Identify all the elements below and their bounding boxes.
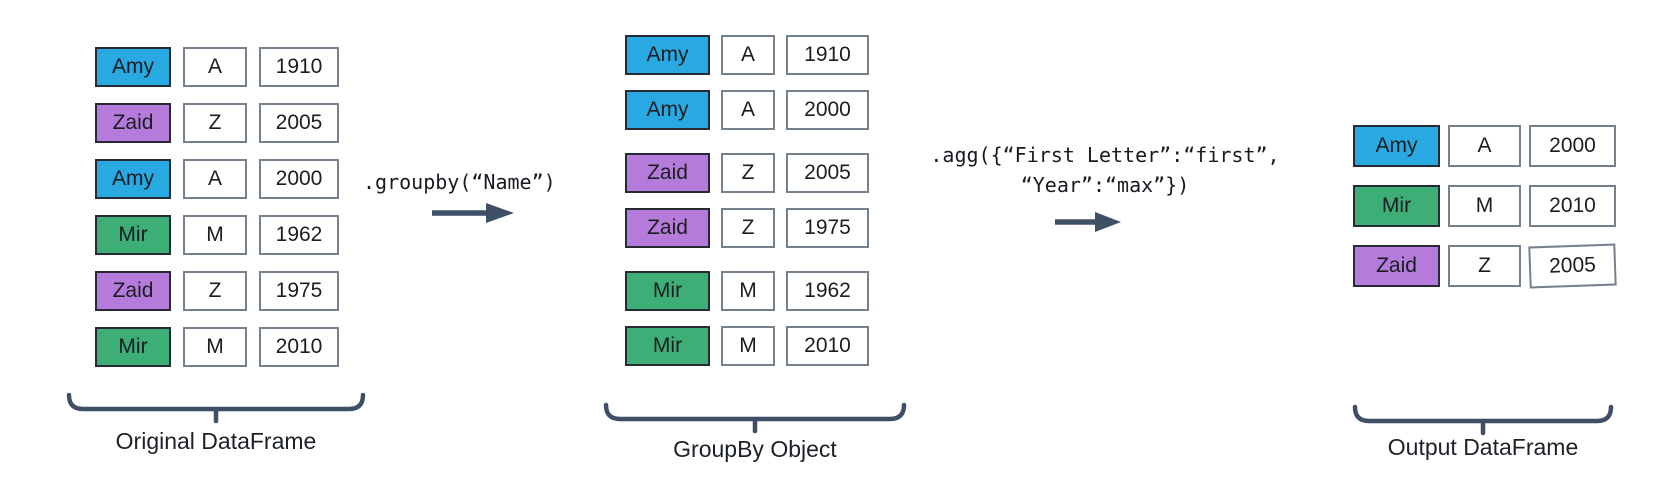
table-row: Mir M 2010 [625,326,869,366]
letter-cell: Z [721,208,775,248]
year-cell: 1910 [259,47,339,87]
year-cell: 1975 [786,208,869,248]
group-zaid: Zaid Z 2005 Zaid Z 1975 [625,153,869,248]
letter-cell: A [1448,125,1521,167]
year-cell: 2005 [1528,243,1617,289]
year-cell: 1962 [786,271,869,311]
original-dataframe-table: Amy A 1910 Zaid Z 2005 Amy A 2000 Mir M … [95,47,339,383]
name-cell: Amy [625,35,710,75]
table-row: Mir M 1962 [625,271,869,311]
year-cell: 1975 [259,271,339,311]
table-row: Zaid Z 1975 [625,208,869,248]
name-cell: Amy [95,47,171,87]
year-cell: 2000 [1529,125,1616,167]
table-row: Amy A 1910 [625,35,869,75]
year-cell: 1962 [259,215,339,255]
letter-cell: Z [183,271,247,311]
year-cell: 2010 [786,326,869,366]
year-cell: 2010 [1529,185,1616,227]
letter-cell: M [721,271,775,311]
letter-cell: M [183,215,247,255]
underbrace-icon [1352,404,1614,436]
arrow-right-icon [1055,212,1121,232]
table-row: Mir M 2010 [95,327,339,367]
name-cell: Mir [625,326,710,366]
name-cell: Zaid [625,208,710,248]
table-row: Zaid Z 1975 [95,271,339,311]
groupby-object-label: GroupBy Object [673,436,837,462]
agg-code-label: .agg({“First Letter”:“first”, “Year”:“ma… [895,140,1315,200]
underbrace-icon [603,402,907,434]
name-cell: Zaid [625,153,710,193]
groupby-object-table: Amy A 1910 Amy A 2000 Zaid Z 2005 Zaid Z… [625,35,869,389]
table-row: Zaid Z 2005 [95,103,339,143]
output-dataframe-table: Amy A 2000 Mir M 2010 Zaid Z 2005 [1353,125,1617,305]
name-cell: Amy [95,159,171,199]
name-cell: Zaid [95,271,171,311]
arrow-right-icon [432,203,514,223]
table-row: Amy A 1910 [95,47,339,87]
name-cell: Mir [625,271,710,311]
table-row: Amy A 2000 [625,90,869,130]
group-mir: Mir M 1962 Mir M 2010 [625,271,869,366]
letter-cell: A [183,47,247,87]
letter-cell: Z [721,153,775,193]
name-cell: Zaid [95,103,171,143]
agg-code-line-1: .agg({“First Letter”:“first”, [930,143,1280,167]
year-cell: 2005 [786,153,869,193]
letter-cell: Z [1448,245,1521,287]
year-cell: 2000 [786,90,869,130]
table-row: Amy A 2000 [1353,125,1616,167]
letter-cell: M [1448,185,1521,227]
year-cell: 2000 [259,159,339,199]
letter-cell: A [183,159,247,199]
table-row: Zaid Z 2005 [1353,243,1617,289]
name-cell: Amy [625,90,710,130]
output-dataframe-label: Output DataFrame [1387,434,1579,460]
letter-cell: A [721,35,775,75]
letter-cell: A [721,90,775,130]
name-cell: Mir [95,215,171,255]
letter-cell: M [721,326,775,366]
year-cell: 1910 [786,35,869,75]
agg-code-line-2: “Year”:“max”}) [1020,173,1190,197]
name-cell: Mir [95,327,171,367]
letter-cell: M [183,327,247,367]
table-row: Zaid Z 2005 [625,153,869,193]
year-cell: 2010 [259,327,339,367]
letter-cell: Z [183,103,247,143]
table-row: Amy A 2000 [95,159,339,199]
table-row: Mir M 2010 [1353,185,1616,227]
name-cell: Mir [1353,185,1440,227]
original-dataframe-label: Original DataFrame [115,428,317,454]
name-cell: Amy [1353,125,1440,167]
groupby-code-label: .groupby(“Name”) [363,170,556,194]
table-row: Mir M 1962 [95,215,339,255]
name-cell: Zaid [1353,245,1440,287]
underbrace-icon [66,392,366,424]
group-amy: Amy A 1910 Amy A 2000 [625,35,869,130]
year-cell: 2005 [259,103,339,143]
